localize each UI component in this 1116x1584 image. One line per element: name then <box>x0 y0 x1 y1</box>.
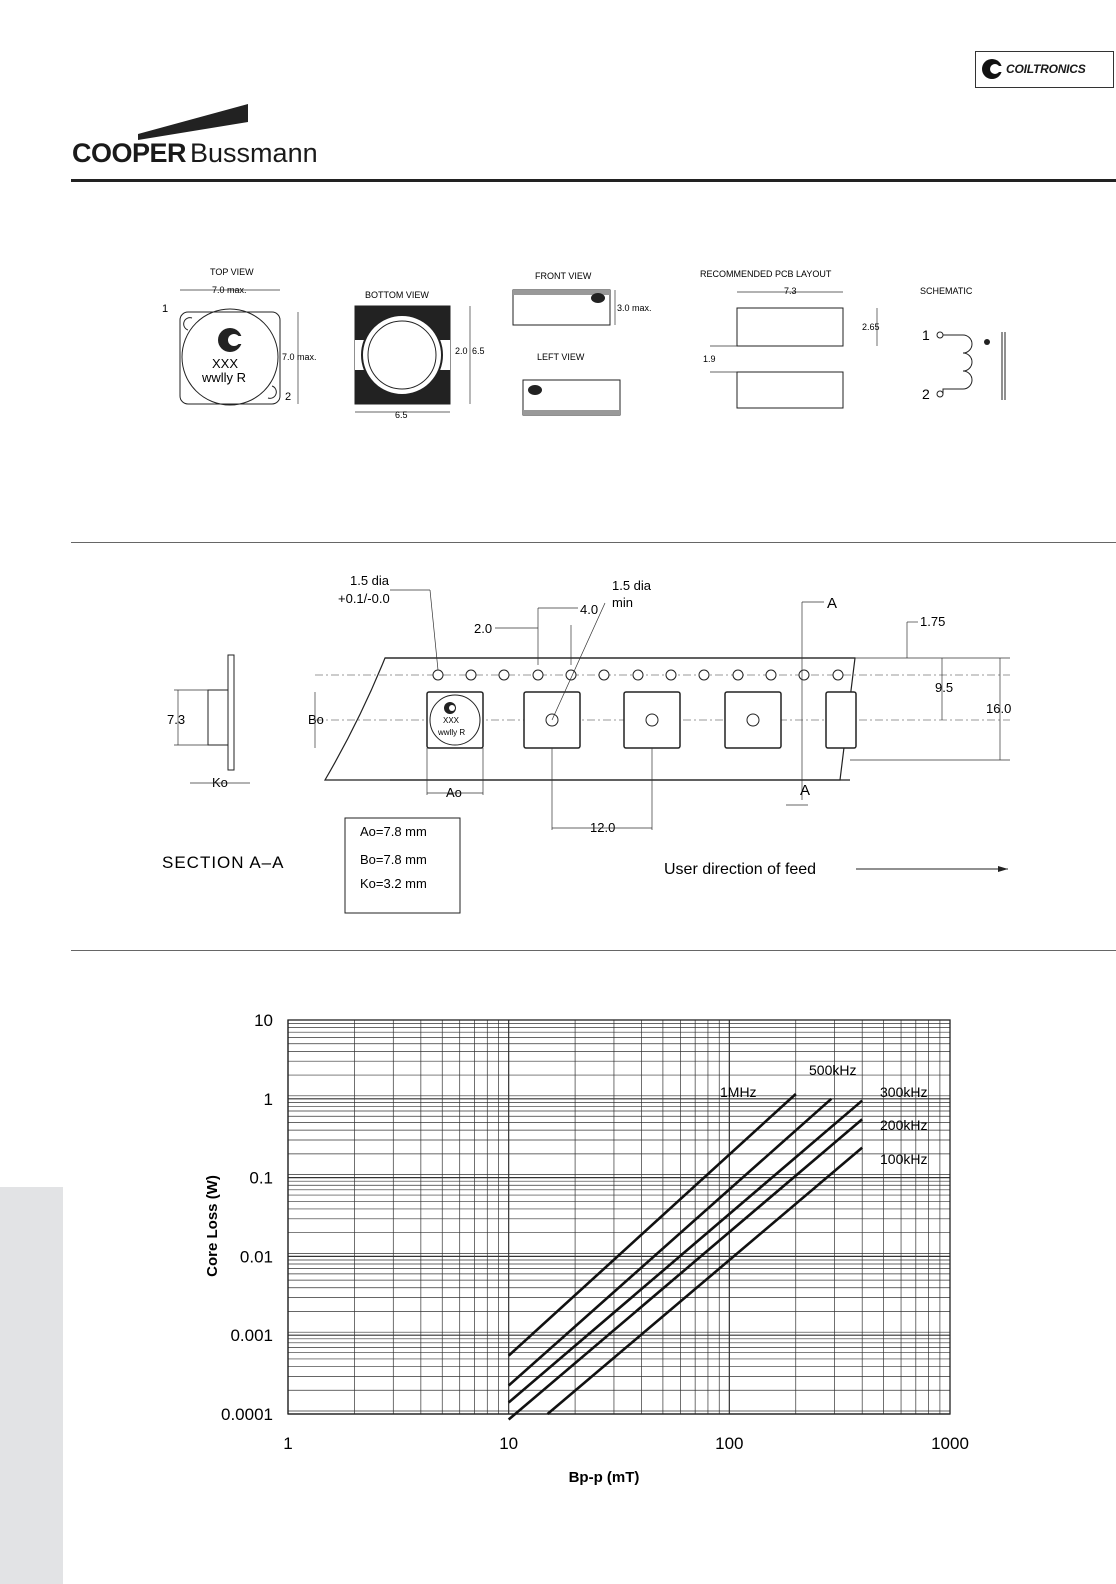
x-tick-label: 100 <box>715 1434 743 1453</box>
front-view-label: FRONT VIEW <box>535 271 592 281</box>
ao-value: Ao=7.8 mm <box>360 824 427 839</box>
section-rule-1 <box>71 542 1116 543</box>
pcb-layout: RECOMMENDED PCB LAYOUT 7.3 2.65 1.9 <box>700 269 880 409</box>
feed-direction-label: User direction of feed <box>664 861 816 878</box>
cooper-wordmark: COOPER <box>72 138 187 168</box>
section-marker-a-bottom: A <box>800 782 810 799</box>
bottom-view: BOTTOM VIEW 6.5 2.0 6.5 <box>354 290 485 420</box>
cooper-swoosh-icon <box>138 104 248 140</box>
bottom-dim-2: 6.5 <box>472 346 485 356</box>
series-label: 500kHz <box>809 1062 856 1078</box>
series-line <box>546 1146 864 1415</box>
bo-value: Bo=7.8 mm <box>360 852 427 867</box>
x-tick-label: 1000 <box>931 1434 969 1453</box>
dim-120-label: 12.0 <box>590 820 615 835</box>
series-label: 100kHz <box>880 1151 927 1167</box>
coiltronics-wordmark: COILTRONICS <box>1006 62 1086 76</box>
series-label: 200kHz <box>880 1117 927 1133</box>
x-tick-label: 10 <box>499 1434 518 1453</box>
front-height-dim: 3.0 max. <box>617 303 652 313</box>
pcb-gap-dim: 1.9 <box>703 354 716 364</box>
schematic: SCHEMATIC 1 2 <box>920 286 1006 402</box>
mechanical-drawings: TOP VIEW 7.0 max. 1 XXX wwlly R 2 7.0 ma… <box>162 267 1006 420</box>
top-height-dim: 7.0 max. <box>282 352 317 362</box>
bussmann-wordmark: Bussmann <box>190 138 318 168</box>
top-width-dim: 7.0 max. <box>212 285 247 295</box>
pin2-label: 2 <box>285 391 291 403</box>
top-marking-1: XXX <box>212 356 238 371</box>
hole-min-label: min <box>612 595 633 610</box>
bottom-dim-1: 2.0 <box>455 346 468 356</box>
y-tick-label: 0.0001 <box>221 1405 273 1424</box>
section-profile: 7.3 Ko SECTION A–A <box>162 654 284 872</box>
dim-95-label: 9.5 <box>935 680 953 695</box>
hole-tol-label: +0.1/-0.0 <box>338 591 390 606</box>
chart-ticks: 1 10 100 1000 10 1 0.1 0.01 0.001 0.0001 <box>221 1011 969 1453</box>
section-marker-a-top: A <box>827 595 837 612</box>
pitch-40-label: 4.0 <box>580 602 598 617</box>
pcb-width-dim: 7.3 <box>784 286 797 296</box>
dim-175-label: 1.75 <box>920 614 945 629</box>
bottom-width-dim: 6.5 <box>395 410 408 420</box>
ao-label: Ao <box>446 785 462 800</box>
left-view: LEFT VIEW <box>522 352 621 416</box>
pocket-marking-1: XXX <box>443 716 460 725</box>
hole-dia-label: 1.5 dia <box>350 573 390 588</box>
schematic-pin1: 1 <box>922 327 930 343</box>
series-line <box>507 1097 833 1387</box>
series-line <box>507 1099 864 1404</box>
schematic-pin2: 2 <box>922 386 930 402</box>
bottom-view-label: BOTTOM VIEW <box>365 290 429 300</box>
dim-20-label: 2.0 <box>474 621 492 636</box>
y-tick-label: 0.01 <box>240 1247 273 1266</box>
section-rule-2 <box>71 950 1116 951</box>
top-view: TOP VIEW 7.0 max. 1 XXX wwlly R 2 7.0 ma… <box>162 267 317 406</box>
coiltronics-c-icon <box>982 59 1007 79</box>
plot-frame <box>287 1019 951 1415</box>
header-rule <box>71 179 1116 182</box>
series-line <box>507 1093 797 1357</box>
sprocket-holes <box>432 669 844 681</box>
tape-drawing: 7.3 Ko SECTION A–A XXX wwlly R 1.5 dia +… <box>162 573 1011 914</box>
core-loss-chart: 1 10 100 1000 10 1 0.1 0.01 0.001 0.0001 1MHz 500k… <box>204 1011 969 1486</box>
pocket-marking-2: wwlly R <box>437 728 465 737</box>
chart-series: 1MHz 500kHz 300kHz 200kHz 100kHz <box>507 1062 927 1421</box>
y-tick-label: 0.001 <box>230 1326 273 1345</box>
schematic-label: SCHEMATIC <box>920 286 973 296</box>
top-marking-2: wwlly R <box>201 370 246 385</box>
chart-grid <box>287 1019 951 1415</box>
pin1-label: 1 <box>162 303 168 315</box>
y-tick-label: 1 <box>264 1090 273 1109</box>
pcb-pad-height-dim: 2.65 <box>862 322 880 332</box>
top-view-label: TOP VIEW <box>210 267 254 277</box>
y-axis-label: Core Loss (W) <box>204 1175 221 1277</box>
hole-dia2-label: 1.5 dia <box>612 578 652 593</box>
left-view-label: LEFT VIEW <box>537 352 585 362</box>
series-label: 300kHz <box>880 1084 927 1100</box>
coiltronics-logo: COILTRONICS <box>975 51 1114 88</box>
side-tab <box>0 1187 63 1584</box>
y-tick-label: 0.1 <box>249 1169 273 1188</box>
series-label: 1MHz <box>720 1084 757 1100</box>
pcb-layout-label: RECOMMENDED PCB LAYOUT <box>700 269 832 279</box>
dim-160-label: 16.0 <box>986 701 1011 716</box>
bo-label: Bo <box>308 712 324 727</box>
front-view: FRONT VIEW 3.0 max. <box>512 271 652 326</box>
y-tick-label: 10 <box>254 1011 273 1030</box>
x-tick-label: 1 <box>283 1434 292 1453</box>
section-title: SECTION A–A <box>162 853 284 872</box>
section-dim-73: 7.3 <box>167 712 185 727</box>
ko-label: Ko <box>212 775 228 790</box>
x-axis-label: Bp-p (mT) <box>569 1469 640 1486</box>
series-line <box>507 1118 864 1421</box>
ko-value: Ko=3.2 mm <box>360 876 427 891</box>
